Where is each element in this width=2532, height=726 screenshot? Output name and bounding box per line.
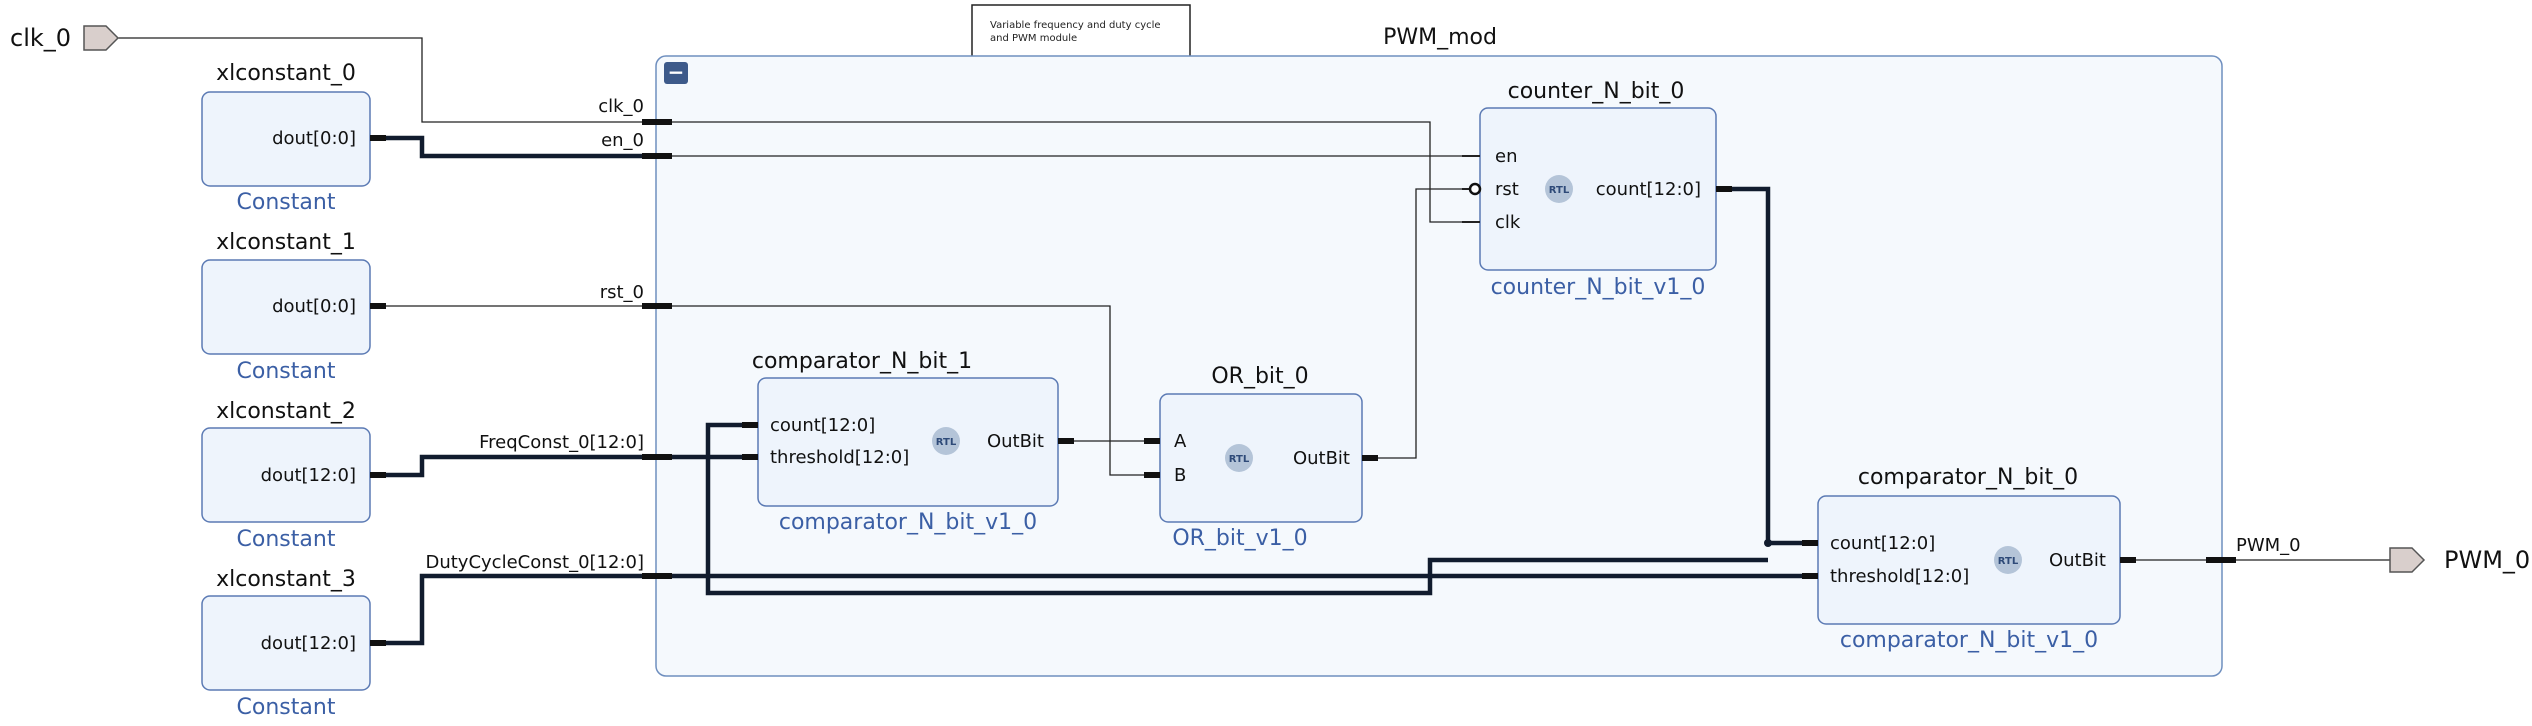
pin-outbit: OutBit — [2049, 550, 2106, 571]
net-label-en: en_0 — [601, 130, 644, 151]
net-label-freq: FreqConst_0[12:0] — [479, 432, 644, 453]
rtl-badge-icon — [1994, 546, 2022, 574]
bus-count-branch[interactable] — [705, 422, 1768, 596]
port-label-pwm: PWM_0 — [2444, 546, 2530, 574]
bus-en-const[interactable] — [378, 135, 652, 159]
hierarchy-pins — [642, 119, 2236, 579]
block-type: Constant — [237, 527, 336, 552]
inverter-bubble-icon — [1468, 182, 1482, 196]
block-title: xlconstant_0 — [216, 61, 356, 86]
port-clk-0[interactable]: clk_0 — [10, 24, 120, 52]
collapse-button[interactable]: − — [664, 60, 688, 84]
wire-rst[interactable] — [378, 305, 1150, 476]
block-title: xlconstant_3 — [216, 567, 356, 592]
block-xlconstant-2[interactable]: xlconstant_2 dout[12:0] Constant — [201, 399, 386, 552]
block-comparator-n-bit-1[interactable]: comparator_N_bit_1 count[12:0] threshold… — [742, 349, 1074, 535]
block-type: Constant — [237, 359, 336, 384]
pin-dout: dout[0:0] — [272, 128, 356, 149]
note-box[interactable]: Variable frequency and duty cycle and PW… — [971, 4, 1191, 60]
pin-b: B — [1174, 465, 1186, 486]
pin-clk: clk — [1495, 212, 1521, 233]
pin-dout: dout[0:0] — [272, 296, 356, 317]
note-line-1: Variable frequency and duty cycle — [990, 20, 1161, 31]
block-type: OR_bit_v1_0 — [1172, 526, 1307, 551]
rtl-badge-icon — [932, 427, 960, 455]
pin-a: A — [1174, 431, 1187, 452]
block-title: xlconstant_2 — [216, 399, 356, 424]
rtl-badge-label: RTL — [1229, 454, 1250, 465]
rtl-badge-label: RTL — [936, 437, 957, 448]
pin-count: count[12:0] — [770, 415, 875, 436]
pin-count: count[12:0] — [1830, 533, 1935, 554]
wire-clk[interactable] — [118, 37, 1462, 223]
block-type: comparator_N_bit_v1_0 — [1840, 628, 2098, 653]
port-pwm-0[interactable]: PWM_0 — [2389, 546, 2530, 574]
block-xlconstant-1[interactable]: xlconstant_1 dout[0:0] Constant — [201, 230, 386, 384]
net-label-pwm: PWM_0 — [2236, 535, 2301, 556]
block-title: counter_N_bit_0 — [1508, 79, 1685, 104]
block-type: comparator_N_bit_v1_0 — [779, 510, 1037, 535]
pin-threshold: threshold[12:0] — [1830, 566, 1969, 587]
block-type: counter_N_bit_v1_0 — [1491, 275, 1706, 300]
bus-count[interactable] — [1730, 186, 1820, 546]
wires — [118, 37, 2390, 561]
pin-rst: rst — [1495, 179, 1519, 200]
block-title: xlconstant_1 — [216, 230, 356, 255]
block-type: Constant — [237, 695, 336, 720]
hierarchy-title: PWM_mod — [1383, 25, 1497, 50]
rtl-badge-label: RTL — [1549, 185, 1570, 196]
rtl-badge-label: RTL — [1998, 556, 2019, 567]
note-line-2: and PWM module — [990, 33, 1077, 44]
pin-dout: dout[12:0] — [261, 465, 356, 486]
pin-count: count[12:0] — [1596, 179, 1701, 200]
buses — [378, 135, 1820, 646]
minus-icon: − — [668, 60, 685, 84]
pin-dout: dout[12:0] — [261, 633, 356, 654]
port-label-clk: clk_0 — [10, 24, 71, 52]
rtl-badge-icon — [1545, 175, 1573, 203]
pin-threshold: threshold[12:0] — [770, 447, 909, 468]
output-port-icon — [2389, 547, 2426, 573]
block-title: OR_bit_0 — [1211, 364, 1308, 389]
block-or-bit-0[interactable]: OR_bit_0 A B RTL OutBit OR_bit_v1_0 — [1144, 364, 1378, 551]
block-xlconstant-0[interactable]: xlconstant_0 dout[0:0] Constant — [201, 61, 386, 215]
block-title: comparator_N_bit_0 — [1858, 465, 2078, 490]
block-comparator-n-bit-0[interactable]: comparator_N_bit_0 count[12:0] threshold… — [1802, 465, 2136, 653]
bus-duty[interactable] — [378, 573, 1820, 646]
pin-outbit: OutBit — [1293, 448, 1350, 469]
net-labels: clk_0 en_0 rst_0 FreqConst_0[12:0] DutyC… — [425, 96, 2300, 573]
block-counter-n-bit-0[interactable]: counter_N_bit_0 en rst clk RTL count[12:… — [1462, 79, 1732, 300]
net-label-duty: DutyCycleConst_0[12:0] — [425, 552, 644, 573]
block-title: comparator_N_bit_1 — [752, 349, 972, 374]
input-port-icon — [83, 25, 120, 51]
pin-outbit: OutBit — [987, 431, 1044, 452]
bus-freq[interactable] — [378, 454, 760, 478]
bus-junction-dot — [1764, 539, 1772, 547]
net-label-rst: rst_0 — [600, 282, 644, 303]
net-label-clk: clk_0 — [598, 96, 644, 117]
block-type: Constant — [237, 190, 336, 215]
rtl-badge-icon — [1225, 444, 1253, 472]
block-xlconstant-3[interactable]: xlconstant_3 dout[12:0] Constant — [201, 567, 386, 720]
pin-en: en — [1495, 146, 1517, 167]
wire-or-rst[interactable] — [1372, 188, 1462, 459]
